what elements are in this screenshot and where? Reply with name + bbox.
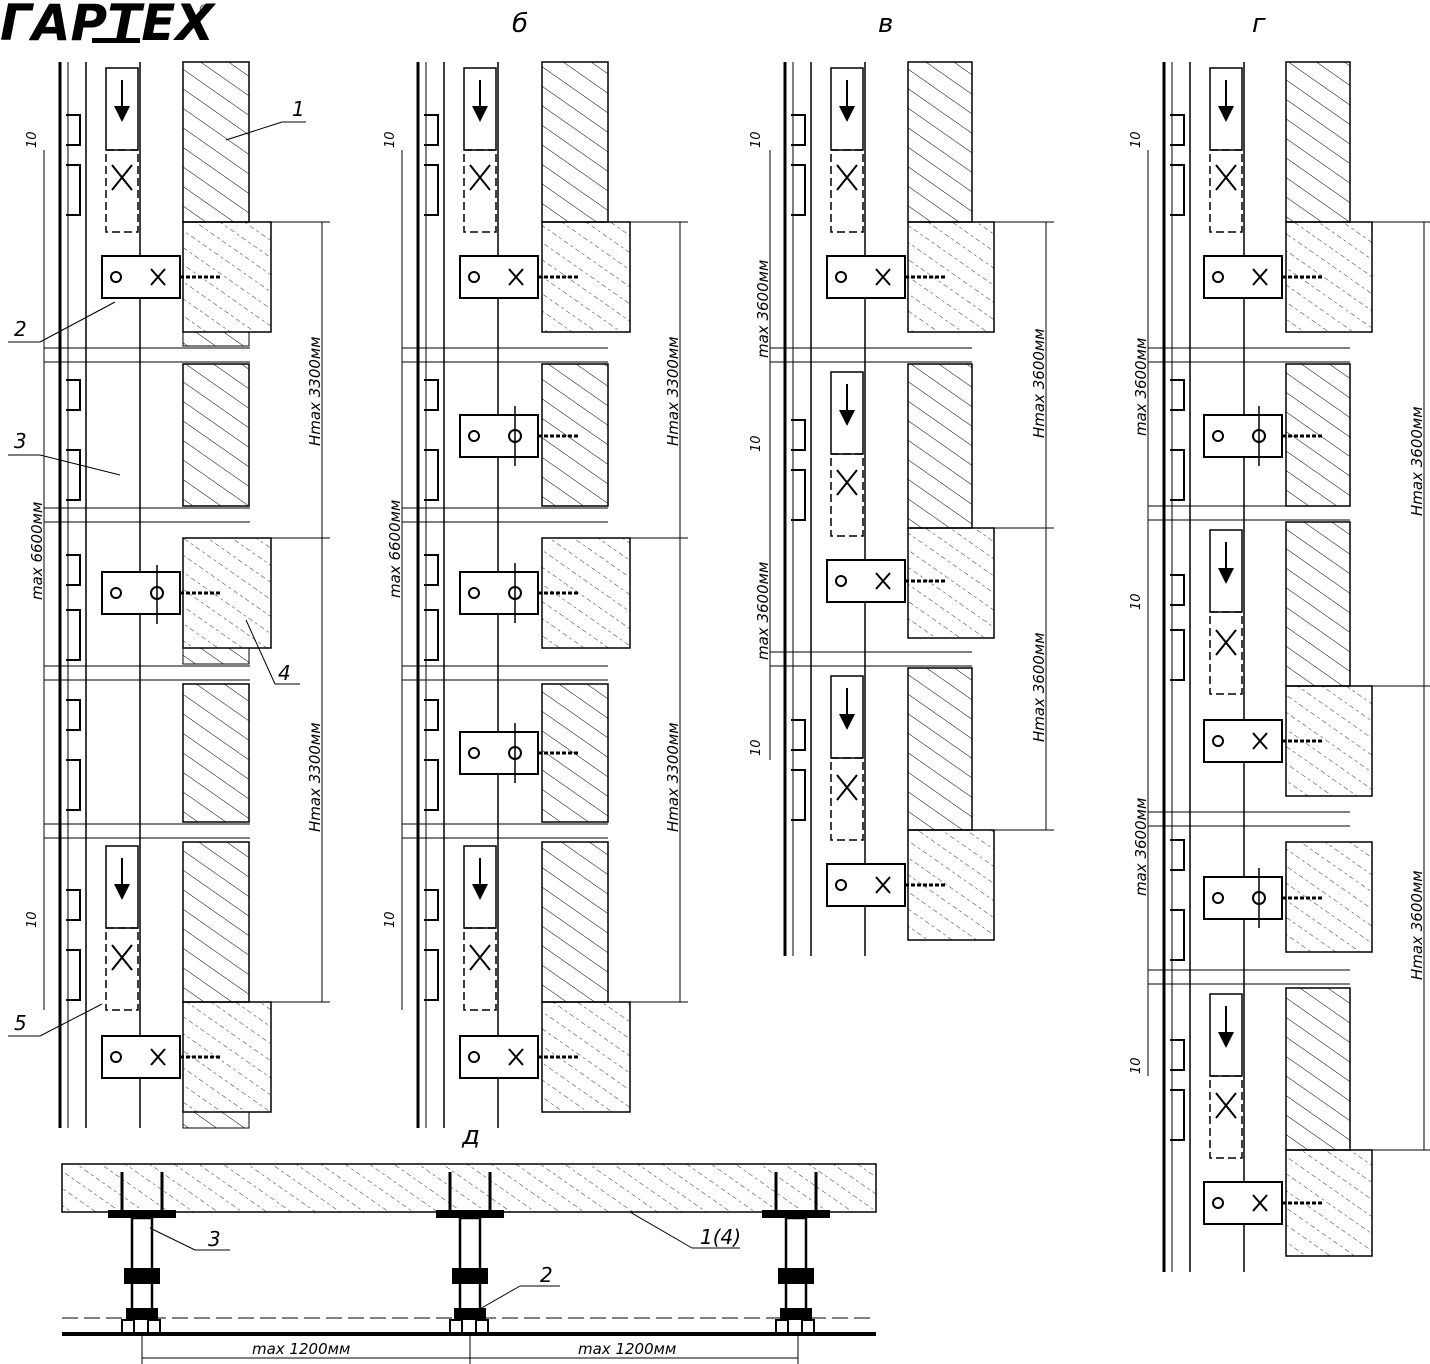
dim-v-max3600-bottom: max 3600мм <box>754 562 772 660</box>
dim-b-max6600: max 6600мм <box>386 500 404 598</box>
dim-v-h3600-top: Hmax 3600мм <box>1030 328 1048 438</box>
section-g <box>1147 61 1430 1272</box>
dim-b-h3300-top: Hmax 3300мм <box>664 336 682 446</box>
dim-b-h3300-bottom: Hmax 3300мм <box>664 722 682 832</box>
dim-plan-1200-right: max 1200мм <box>578 1340 676 1358</box>
callout-plan-2: 2 <box>540 1263 553 1287</box>
view-label-b: б <box>512 9 528 39</box>
gap-g-1: 10 <box>1129 131 1144 148</box>
view-label-v: в <box>878 9 893 39</box>
dim-g-h3600-bottom: Hmax 3600мм <box>1408 870 1426 980</box>
gap-v-3: 10 <box>749 739 764 756</box>
dim-v-max3600-top: max 3600мм <box>754 260 772 358</box>
dim-a-max6600: max 6600мм <box>28 502 46 600</box>
registered-mark: ® <box>198 3 211 18</box>
section-v <box>769 61 1054 956</box>
dim-plan-1200-left: max 1200мм <box>252 1340 350 1358</box>
section-b <box>401 61 688 1128</box>
dim-g-h3600-top: Hmax 3600мм <box>1408 406 1426 516</box>
view-label-g: г <box>1252 9 1266 39</box>
gap-b-bottom: 10 <box>383 911 398 928</box>
section-a <box>8 61 330 1129</box>
callout-1: 1 <box>292 97 305 121</box>
callout-plan-1-4: 1(4) <box>700 1225 741 1249</box>
gap-a-top: 10 <box>25 131 40 148</box>
callout-2: 2 <box>14 317 27 341</box>
callout-3: 3 <box>14 429 27 453</box>
gap-g-2: 10 <box>1129 593 1144 610</box>
callout-4: 4 <box>278 661 291 685</box>
dim-a-h3300-top: Hmax 3300мм <box>306 336 324 446</box>
gap-g-3: 10 <box>1129 1057 1144 1074</box>
logo-text: ГАРТЕХ <box>0 0 216 52</box>
gap-b-top: 10 <box>383 131 398 148</box>
gap-v-1: 10 <box>749 131 764 148</box>
dim-v-h3600-bottom: Hmax 3600мм <box>1030 632 1048 742</box>
callout-plan-3: 3 <box>208 1227 221 1251</box>
view-label-d: д <box>461 1121 480 1151</box>
gartex-logo: ГАРТЕХ ® <box>0 0 216 52</box>
plan-view-d <box>61 1163 877 1364</box>
gap-v-2: 10 <box>749 435 764 452</box>
callout-5: 5 <box>14 1011 27 1035</box>
dim-g-max3600-top: max 3600мм <box>1132 338 1150 436</box>
gap-a-bottom: 10 <box>25 911 40 928</box>
dim-a-h3300-bottom: Hmax 3300мм <box>306 722 324 832</box>
dim-g-max3600-bottom: max 3600мм <box>1132 798 1150 896</box>
